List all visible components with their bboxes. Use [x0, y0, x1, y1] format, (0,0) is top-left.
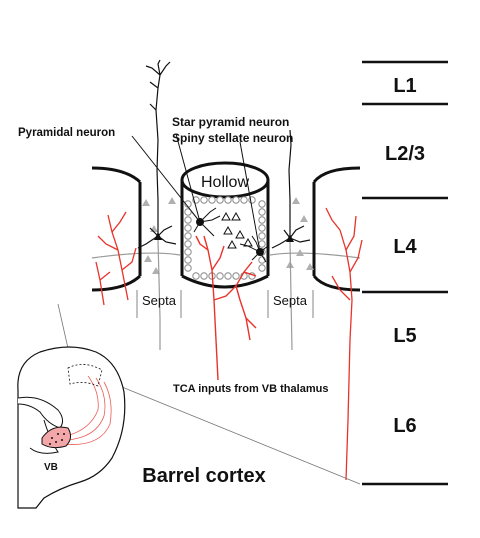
vb-label: VB [44, 462, 58, 473]
layer-label-l4: L4 [393, 236, 417, 258]
label-pointers [131, 133, 261, 253]
right-pyramidal-soma [286, 234, 294, 242]
wall-cell [200, 272, 208, 280]
tca-axons [195, 235, 257, 381]
wall-cell [184, 248, 192, 256]
layer-boundaries [362, 60, 448, 486]
tca-inputs-label: TCA inputs from VB thalamus [173, 383, 328, 395]
wall-cell [258, 224, 266, 232]
wall-cell [184, 216, 192, 224]
layer-label-l1: L1 [393, 75, 416, 97]
wall-cell [184, 208, 192, 216]
wall-cell [224, 272, 232, 280]
left-barrel-axons [95, 211, 137, 306]
wall-cell [184, 240, 192, 248]
septa-left-label: Septa [142, 293, 177, 308]
hollow-label: Hollow [201, 174, 249, 191]
wall-cell [258, 216, 266, 224]
wall-cell [184, 232, 192, 240]
barrel-cortex-label: Barrel cortex [142, 465, 265, 487]
wall-cell [184, 264, 192, 272]
wall-cell [192, 272, 200, 280]
wall-cell [216, 196, 224, 204]
brain-section-inset [17, 303, 361, 509]
wall-cell [258, 200, 266, 208]
wall-cell [184, 256, 192, 264]
star-pyramid-neuron [191, 207, 269, 263]
layer-label-l5: L5 [393, 325, 416, 347]
barrel-wall-cells [184, 196, 266, 280]
center-barrel [180, 161, 270, 289]
wall-cell [216, 272, 224, 280]
wall-cell [258, 208, 266, 216]
wall-cell [258, 264, 266, 272]
right-barrel [312, 166, 361, 292]
layer-labels: L1 L2/3 L4 L5 L6 [385, 75, 425, 437]
spiny-stellate-neuron-label: Spiny stellate neuron [172, 131, 293, 145]
wall-cell [258, 232, 266, 240]
wall-cell [184, 224, 192, 232]
layer-label-l23: L2/3 [385, 143, 425, 165]
wall-cell [232, 196, 240, 204]
septa-right-label: Septa [273, 293, 308, 308]
wall-cell [200, 196, 208, 204]
stellate-cells [221, 211, 253, 249]
left-pyramidal-neuron [137, 59, 177, 249]
star-pyramid-neuron-label: Star pyramid neuron [172, 115, 289, 129]
wall-cell [240, 196, 248, 204]
pyramidal-neuron-label: Pyramidal neuron [18, 127, 115, 139]
wall-cell [232, 272, 240, 280]
left-pyramidal-soma [154, 232, 162, 240]
right-barrel-axons [325, 207, 363, 481]
wall-cell [208, 196, 216, 204]
wall-cell [224, 196, 232, 204]
layer-label-l6: L6 [393, 415, 416, 437]
right-pyramidal-neuron [271, 129, 311, 249]
septa-lines [91, 252, 361, 318]
wall-cell [258, 240, 266, 248]
left-barrel [91, 166, 142, 292]
